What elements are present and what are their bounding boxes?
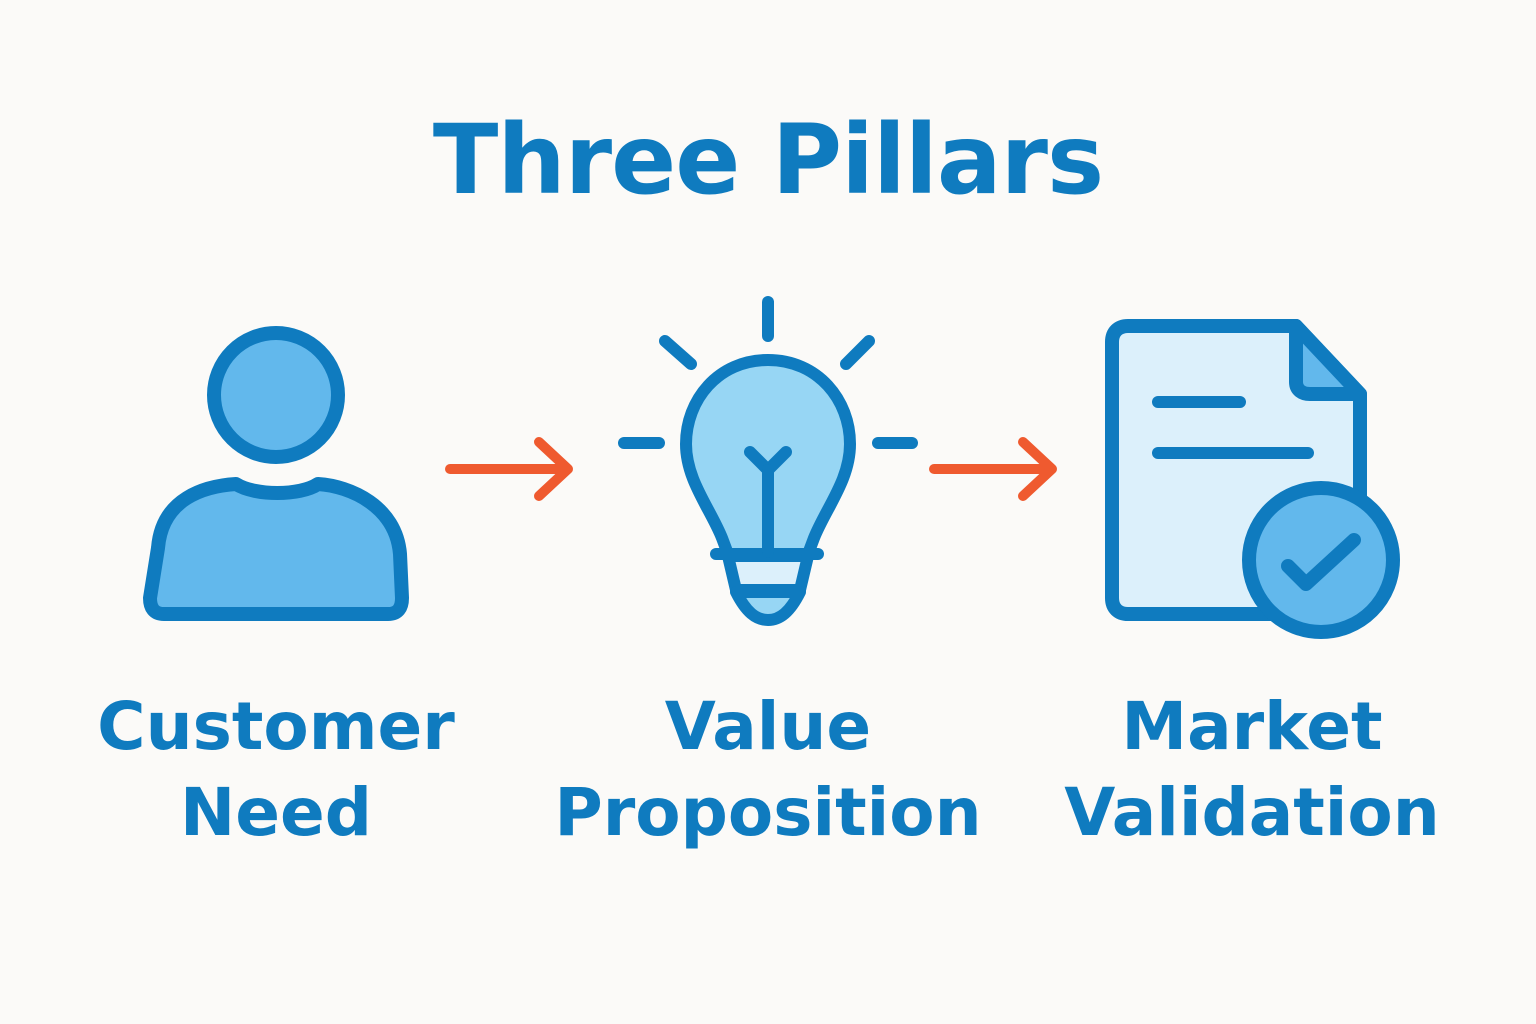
diagram-title: Three Pillars [432,104,1104,216]
pillar-label-line: Customer [97,688,455,765]
pillar-label-market-validation: Market Validation [1032,684,1472,856]
document-check-icon [1105,319,1400,639]
pillar-label-line: Validation [1064,774,1440,851]
pillar-label-line: Market [1121,688,1383,765]
pillar-label-line: Proposition [554,774,982,851]
lightbulb-icon [618,296,918,626]
pillar-label-line: Need [179,774,372,851]
arrow-right-icon [929,437,1057,501]
pillar-label-customer-need: Customer Need [56,684,496,856]
person-icon [143,326,409,621]
pillar-label-value-proposition: Value Proposition [548,684,988,856]
pillar-label-line: Value [664,688,872,765]
arrow-right-icon [445,437,573,501]
